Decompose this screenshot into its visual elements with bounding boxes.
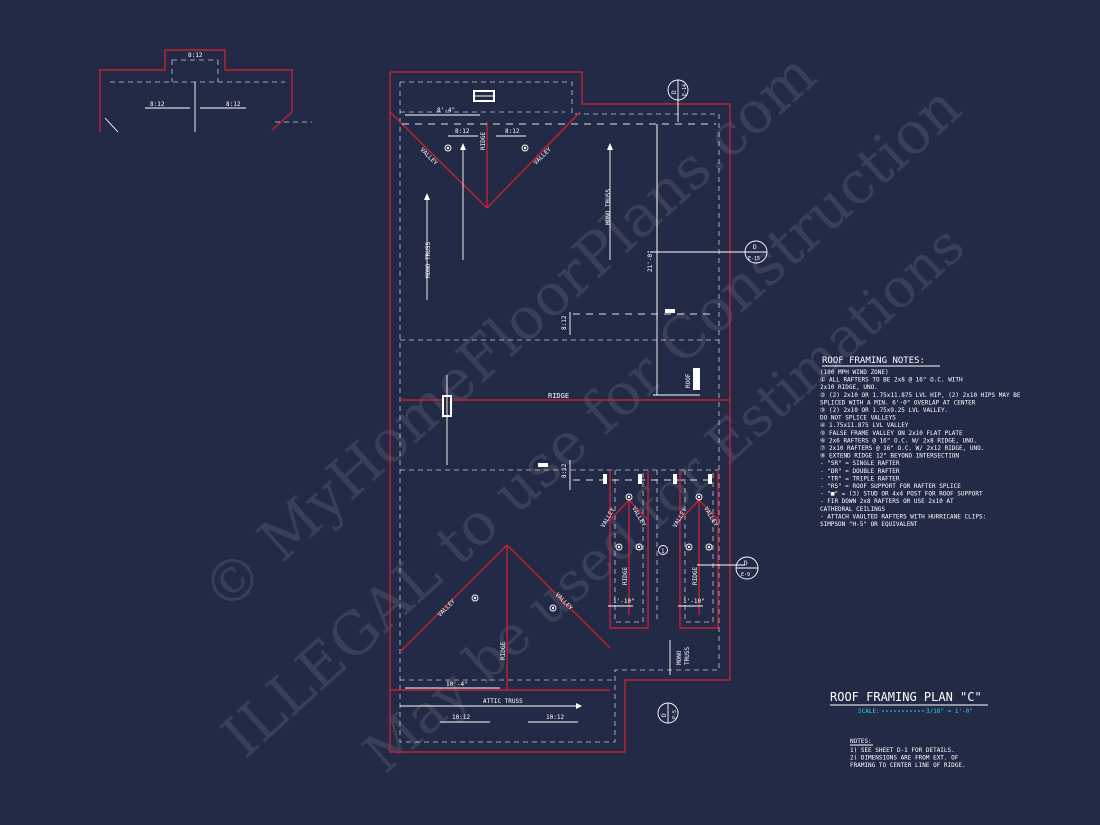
middle-section: 8:12 ROOF RIDGE 8:12: [400, 309, 730, 490]
roof-framing-notes: ROOF FRAMING NOTES: (100 MPH WIND ZONE)①…: [820, 356, 1021, 528]
section-callout-p5: D P-5: [657, 702, 679, 724]
bay-right-valley-b: VALLEY: [702, 506, 719, 529]
note-line: ② (2) 2x10 OR 1.75x11.875 LVL HIP, (2) 2…: [820, 392, 1021, 399]
dim-1-10-left: 1'-10": [613, 598, 635, 605]
mid-pitch-lower: 8:12: [561, 463, 568, 478]
plan-title: ROOF FRAMING PLAN "C": [830, 690, 982, 704]
section-callout-e14: D E-14: [667, 79, 689, 122]
attic-truss: ATTIC TRUSS: [483, 698, 523, 705]
note-line: ⑧ EXTEND RIDGE 12" BEYOND INTERSECTION: [820, 453, 959, 460]
general-notes-title: NOTES:: [850, 738, 872, 745]
mid-pitch-upper: 8:12: [561, 315, 568, 330]
note-line: 2x10 RIDGE, UNO.: [820, 384, 878, 391]
upper-valley-right: VALLEY: [532, 146, 553, 167]
bay-right-ridge: RIDGE: [692, 567, 699, 585]
roof-label: ROOF: [685, 373, 692, 388]
dim-10-4: 10'-4": [446, 681, 468, 688]
note-line: ⑤ FALSE FRAME VALLEY ON 2x10 FLAT PLATE: [820, 430, 963, 437]
plan-scale-value: 3/16" = 1'-0": [926, 708, 973, 715]
note-line: SPLICED WITH A MIN. 6'-0" OVERLAP AT CEN…: [820, 399, 976, 406]
bay-left-ridge: RIDGE: [622, 567, 629, 585]
callout-e14-letter: D: [671, 90, 678, 94]
callout-e9-letter: D: [744, 560, 748, 567]
note-line: - "TR" = TRIPLE RAFTER: [820, 475, 900, 482]
plan-title-block: ROOF FRAMING PLAN "C" SCALE: 3/16" = 1'-…: [830, 690, 988, 715]
note-line: - "SR" = SINGLE RAFTER: [820, 460, 900, 467]
small-roof-detail: 8:12 8:12 8:12: [99, 49, 312, 133]
callout-p5-sheet: P-5: [672, 710, 678, 719]
upper-pitch-left: 8:12: [455, 128, 470, 135]
callout-e14-sheet: E-14: [682, 84, 688, 96]
callout-e9-sheet: E-9: [741, 572, 750, 578]
note-line: - FIR DOWN 2x8 RAFTERS OR USE 2x10 AT: [820, 498, 954, 505]
note-line: FRAMING TO CENTER LINE OF RIDGE.: [850, 762, 966, 769]
note-line: ⑦ 2x10 RAFTERS @ 16" O.C. W/ 2x12 RIDGE,…: [820, 445, 984, 452]
upper-ridge: RIDGE: [480, 132, 487, 150]
upper-pitch-right: 8:12: [505, 128, 520, 135]
detail-pitch-right: 8:12: [226, 101, 241, 108]
note-line: DO NOT SPLICE VALLEYS: [820, 415, 896, 422]
note-line: 2) DIMENSIONS ARE FROM EXT. OF: [850, 755, 959, 762]
note-line: ③ (2) 2x10 OR 1.75x9.25 LVL VALLEY.: [820, 407, 948, 414]
note-number-one: 1: [661, 548, 665, 555]
note-line: ⑥ 2x6 RAFTERS @ 16" O.C. W/ 2x8 RIDGE, U…: [820, 437, 977, 444]
note-line: - "RS" = ROOF SUPPORT FOR RAFTER SPLICE: [820, 483, 961, 490]
section-callout-e9: D E-9: [735, 556, 759, 580]
callout-e15-sheet: E-15: [748, 256, 760, 262]
note-line: ① ALL RAFTERS TO BE 2x8 @ 16" O.C. WITH: [820, 377, 963, 384]
section-callout-e15: D E-15: [744, 240, 768, 264]
mono-truss-right: MONO TRUSS: [605, 188, 612, 225]
plan-scale-label: SCALE:: [858, 708, 880, 715]
dim-21-0: 21'-0": [647, 250, 654, 272]
dim-8-4: 8'-4": [437, 107, 455, 114]
note-line: ④ 1.75x11.875 LVL VALLEY: [820, 422, 909, 429]
note-line: - "DR" = DOUBLE RAFTER: [820, 468, 900, 475]
note-line: SIMPSON "H-5" OR EQUIVALENT: [820, 521, 918, 528]
main-ridge: RIDGE: [548, 392, 569, 400]
dim-1-10-right: 1'-10": [683, 598, 705, 605]
callout-e15-letter: D: [753, 244, 757, 251]
lower-pitch-left: 10:12: [452, 714, 470, 721]
note-line: 1) SEE SHEET D-1 FOR DETAILS.: [850, 747, 955, 754]
note-line: - "■" = (3) STUD OR 4x4 POST FOR ROOF SU…: [820, 491, 983, 498]
mono-truss-left: MONO TRUSS: [425, 241, 432, 278]
mono-truss-lower-2: TRUSS: [684, 647, 691, 665]
note-line: (100 MPH WIND ZONE): [820, 369, 889, 376]
mono-truss-lower-1: MONO: [676, 650, 683, 665]
detail-pitch-top: 8:12: [188, 52, 203, 59]
lower-ridge: RIDGE: [500, 642, 507, 660]
detail-pitch-left: 8:12: [150, 101, 165, 108]
lower-pitch-right: 10:12: [546, 714, 564, 721]
general-notes: NOTES: 1) SEE SHEET D-1 FOR DETAILS.2) D…: [850, 738, 966, 769]
note-line: CATHEDRAL CEILINGS: [820, 506, 885, 513]
callout-p5-letter: D: [661, 713, 668, 717]
roof-outline: [389, 71, 731, 753]
framing-notes-title: ROOF FRAMING NOTES:: [822, 356, 925, 366]
mono-truss-area: MONO TRUSS MONO TRUSS 21'-0": [424, 124, 745, 396]
lower-valley-roof: VALLEY VALLEY RIDGE 10'-4" ATTIC TRUSS 1…: [390, 544, 615, 723]
note-line: - ATTACH VAULTED RAFTERS WITH HURRICANE …: [820, 513, 986, 520]
